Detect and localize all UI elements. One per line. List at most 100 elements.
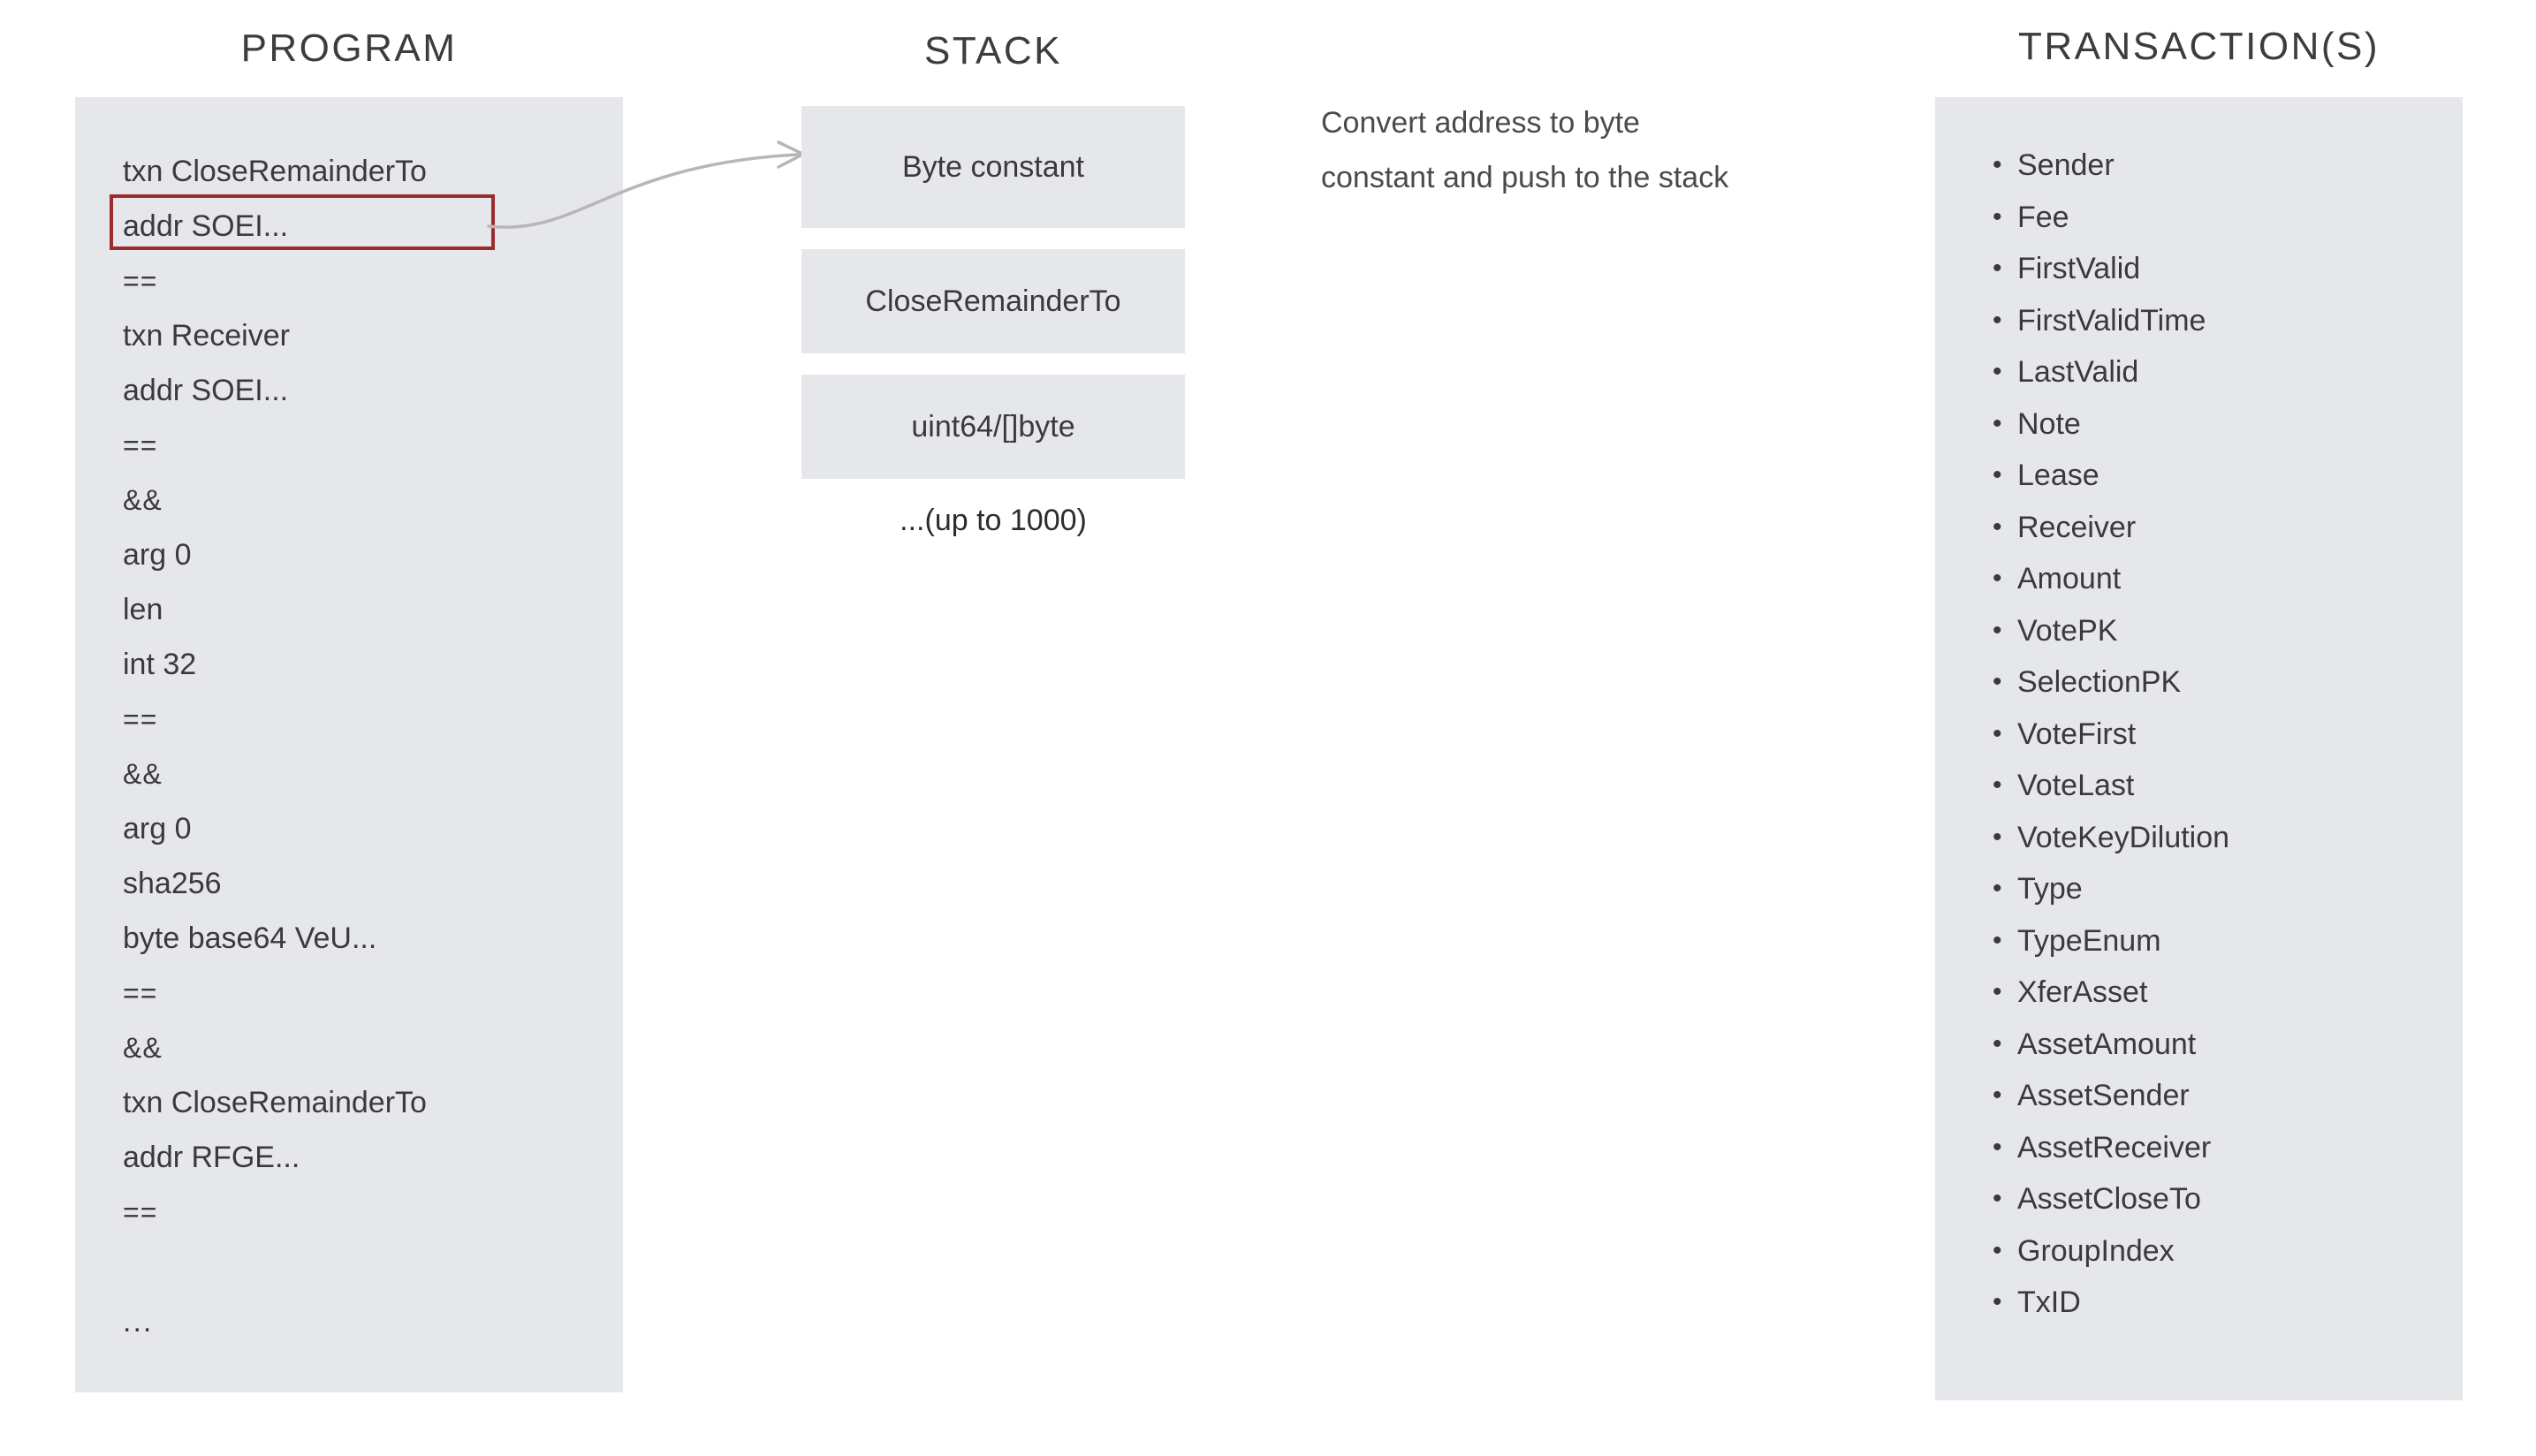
transaction-field-label: AssetCloseTo xyxy=(2017,1182,2201,1216)
transaction-field-label: Note xyxy=(2017,406,2081,441)
transaction-field: • VoteLast xyxy=(1993,760,2452,812)
transaction-field-label: AssetAmount xyxy=(2017,1027,2197,1061)
program-line: txn Receiver xyxy=(123,319,290,353)
program-panel xyxy=(75,97,623,1392)
transaction-field: •LastValid xyxy=(1993,346,2452,398)
transaction-field: • VotePK xyxy=(1993,605,2452,657)
bullet-icon: • xyxy=(1993,201,2002,231)
program-line: ... xyxy=(123,1305,154,1338)
transaction-field: • TxID xyxy=(1993,1277,2452,1329)
stack-overflow-label: ...(up to 1000) xyxy=(900,504,1087,537)
bullet-icon: • xyxy=(1993,925,2002,955)
bullet-icon: • xyxy=(1993,615,2002,645)
transaction-field: • Lease xyxy=(1993,450,2452,502)
transaction-field-label: Receiver xyxy=(2017,510,2137,544)
stack-column-heading: STACK xyxy=(924,29,1062,72)
transaction-field-label: FirstValidTime xyxy=(2017,303,2206,337)
program-line: == xyxy=(123,977,158,1009)
transaction-field: • Sender xyxy=(1993,140,2452,192)
transaction-field-label: VoteKeyDilution xyxy=(2017,820,2230,854)
program-line xyxy=(123,1240,538,1294)
program-line: == xyxy=(123,703,158,735)
bullet-icon: • xyxy=(1993,305,2002,335)
transaction-field: • Note xyxy=(1993,398,2452,451)
transaction-field: • Amount xyxy=(1993,553,2452,605)
stack-item-label: CloseRemainderTo xyxy=(865,284,1121,318)
program-line: len xyxy=(123,593,163,626)
program-line: && xyxy=(123,484,163,516)
annotation-line-1: Convert address to byte xyxy=(1321,106,1640,140)
bullet-icon: • xyxy=(1993,822,2002,852)
program-instruction-list: txn CloseRemainderTo addr SOEI... == txn Re… xyxy=(123,144,538,1349)
transaction-field-label: Fee xyxy=(2017,200,2069,234)
bullet-icon: • xyxy=(1993,770,2002,800)
stack-item: uint64/[]byte xyxy=(801,375,1185,479)
transaction-field-label: AssetSender xyxy=(2017,1079,2190,1112)
program-line: addr RFGE... xyxy=(123,1141,300,1174)
program-line: == xyxy=(123,265,158,297)
bullet-icon: • xyxy=(1993,460,2002,489)
transaction-field-label: Amount xyxy=(2017,562,2122,595)
transaction-field-label: Sender xyxy=(2017,148,2115,182)
transaction-field: • FirstValidTime xyxy=(1993,295,2452,347)
transaction-field-label: VoteLast xyxy=(2017,769,2135,802)
program-line: == xyxy=(123,429,158,461)
program-line: == xyxy=(123,1196,158,1228)
program-line: addr SOEI... xyxy=(123,209,289,243)
transaction-field: •TypeEnum xyxy=(1993,915,2452,967)
transactions-column-heading: TRANSACTION(S) xyxy=(2018,25,2380,68)
transaction-field-label: TxID xyxy=(2017,1285,2081,1319)
program-line: sha256 xyxy=(123,867,222,900)
transaction-field-label: Lease xyxy=(2017,459,2099,492)
transaction-field-label: LastValid xyxy=(2017,355,2139,389)
transaction-field-label: Type xyxy=(2017,872,2083,906)
stack-item: Byte constant xyxy=(801,106,1185,228)
transaction-field-label: SelectionPK xyxy=(2017,665,2182,699)
bullet-icon: • xyxy=(1993,1184,2002,1213)
bullet-icon: • xyxy=(1993,1081,2002,1110)
transaction-field: • FirstValid xyxy=(1993,243,2452,295)
transaction-field: • Type xyxy=(1993,863,2452,915)
bullet-icon: • xyxy=(1993,718,2002,748)
bullet-icon: • xyxy=(1993,254,2002,283)
program-line: && xyxy=(123,758,163,790)
bullet-icon: • xyxy=(1993,1028,2002,1058)
program-line: arg 0 xyxy=(123,538,192,572)
bullet-icon: • xyxy=(1993,408,2002,438)
program-line: byte base64 VeU... xyxy=(123,921,377,955)
program-line: int 32 xyxy=(123,648,197,681)
bullet-icon: • xyxy=(1993,564,2002,593)
program-line: txn CloseRemainderTo xyxy=(123,1086,427,1119)
program-line: txn CloseRemainderTo xyxy=(123,155,427,188)
bullet-icon: • xyxy=(1993,512,2002,542)
stack-item-label: uint64/[]byte xyxy=(911,409,1075,444)
transaction-field: • Fee xyxy=(1993,192,2452,244)
program-column-heading: PROGRAM xyxy=(240,27,458,70)
transaction-field: • VoteFirst xyxy=(1993,709,2452,761)
transaction-field: • Receiver xyxy=(1993,502,2452,554)
bullet-icon: • xyxy=(1993,1132,2002,1162)
program-line: arg 0 xyxy=(123,812,192,846)
program-highlighted-line-box xyxy=(110,194,495,250)
bullet-icon: • xyxy=(1993,1287,2002,1316)
transaction-field: • AssetSender xyxy=(1993,1070,2452,1122)
program-line: && xyxy=(123,1032,163,1064)
transaction-field-label: FirstValid xyxy=(2017,252,2141,285)
transaction-field: • VoteKeyDilution xyxy=(1993,812,2452,864)
stack-item-label: Byte constant xyxy=(901,149,1084,184)
annotation-note: Convert address to byte constant and pus… xyxy=(1321,95,1816,205)
bullet-icon: • xyxy=(1993,1235,2002,1265)
transaction-field: • SelectionPK xyxy=(1993,656,2452,709)
bullet-icon: • xyxy=(1993,977,2002,1006)
transaction-field-label: XferAsset xyxy=(2017,975,2148,1009)
annotation-line-2: constant and push to the stack xyxy=(1321,161,1729,194)
transactions-panel xyxy=(1935,97,2463,1400)
transaction-field-label: VotePK xyxy=(2017,613,2118,648)
transaction-field: • XferAsset xyxy=(1993,967,2452,1019)
bullet-icon: • xyxy=(1993,150,2002,179)
bullet-icon: • xyxy=(1993,667,2002,696)
transaction-field-label: VoteFirst xyxy=(2017,717,2137,751)
transaction-field-list: •Sender•Fee•FirstValid•FirstValidTime•La… xyxy=(1993,140,2452,1329)
stack-item: CloseRemainderTo xyxy=(801,249,1185,353)
bullet-icon: • xyxy=(1993,874,2002,903)
